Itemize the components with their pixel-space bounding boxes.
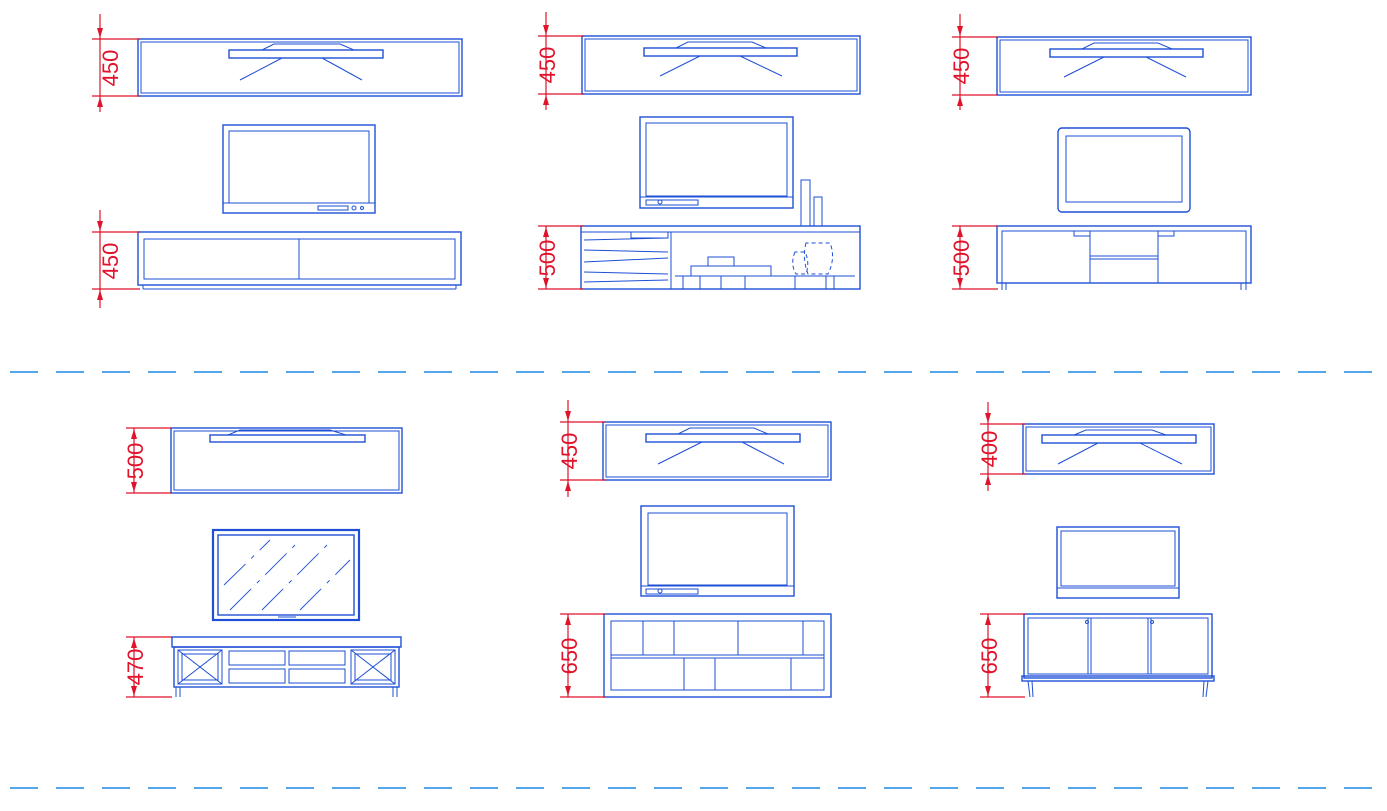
r1c1-tv-cabinet: [137, 231, 462, 290]
r1c2-wall-shelf: [581, 35, 861, 95]
r2c2-dimension-top: 450: [557, 400, 605, 497]
dim-label-r2c2-bottom: 650: [557, 638, 582, 675]
r2c1-dimension-bottom: 470: [123, 636, 172, 698]
r2c1-dimension-top: 500: [123, 427, 172, 494]
r2c2-tv-cabinet: [603, 613, 832, 698]
dim-label-r1c1-bottom: 450: [98, 243, 123, 280]
dim-label-r2c3-top: 400: [977, 431, 1002, 468]
r2c3-dimension-bottom: 650: [977, 613, 1025, 698]
dim-label-r1c2-top: 450: [535, 47, 560, 84]
dim-label-r1c2-bottom: 500: [535, 240, 560, 277]
dim-label-r2c2-top: 450: [557, 433, 582, 470]
dim-label-r2c1-bottom: 470: [123, 649, 148, 686]
r1c1-dimension-bottom: 450: [92, 210, 140, 308]
r1c3-dimension-bottom: 500: [949, 225, 998, 290]
r1c1-dimension-top: 450: [92, 14, 140, 112]
r1c2-tv-cabinet: [580, 225, 861, 290]
r2c1-wall-shelf: [170, 427, 403, 494]
dim-label-r1c3-bottom: 500: [949, 240, 974, 277]
dim-label-r1c1-top: 450: [98, 50, 123, 87]
dim-label-r1c3-top: 450: [949, 48, 974, 85]
r1c3-wall-shelf: [996, 36, 1252, 96]
r2c2-tv-screen: [640, 505, 795, 597]
r1c1-wall-shelf: [137, 38, 463, 97]
r1c3-tv-screen: [1057, 127, 1191, 213]
r2c2-wall-shelf: [602, 421, 832, 481]
r2c3-tv-cabinet: [1021, 613, 1215, 698]
r2c2-dimension-bottom: 650: [557, 613, 605, 698]
r2c3-dimension-top: 400: [977, 402, 1025, 491]
r1c2-decor-books: [800, 179, 823, 227]
r1c1-tv-screen: [222, 124, 376, 214]
r2c1-tv-cabinet: [171, 636, 402, 697]
r1c3-dimension-top: 450: [949, 14, 998, 110]
r1c3-tv-cabinet: [996, 225, 1252, 290]
r2c3-wall-shelf: [1022, 423, 1215, 475]
dim-label-r2c3-bottom: 650: [977, 638, 1002, 675]
dim-label-r2c1-top: 500: [123, 443, 148, 480]
r1c2-tv-screen: [639, 116, 794, 209]
r2c1-tv-mirror: [211, 528, 361, 622]
r1c2-dimension-top: 450: [535, 12, 584, 110]
r2c3-tv-screen: [1056, 526, 1180, 599]
r1c2-dimension-bottom: 500: [535, 225, 583, 290]
